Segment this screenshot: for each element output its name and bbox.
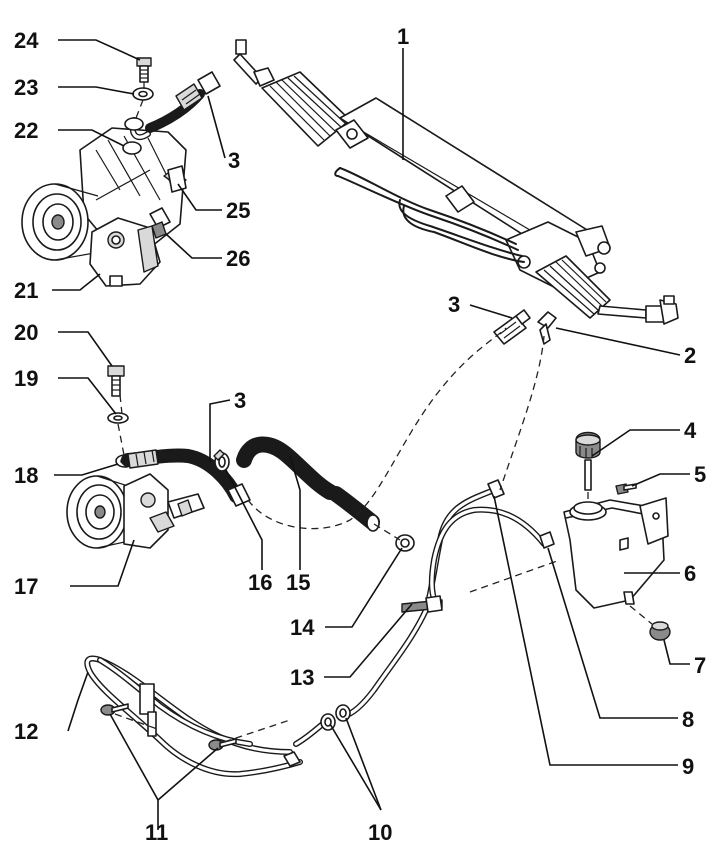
hose-clamp-16 [213, 449, 230, 472]
callout-3-rack: 3 [448, 292, 460, 317]
callout-14: 14 [290, 615, 315, 640]
rack-return-fitting [537, 311, 557, 345]
rack-pressure-fitting [493, 309, 531, 345]
callout-23: 23 [14, 75, 38, 100]
callout-10: 10 [368, 820, 392, 845]
hose-clamps-10 [320, 704, 351, 731]
callout-3-lower: 3 [234, 388, 246, 413]
callout-22: 22 [14, 118, 38, 143]
steering-rack [233, 39, 679, 325]
callout-labels: 1 2 3 3 3 4 5 6 7 8 9 10 11 12 13 14 15 … [14, 24, 706, 845]
callout-17: 17 [14, 574, 38, 599]
upper-pump-assembly [21, 57, 221, 287]
callout-4: 4 [684, 418, 697, 443]
callout-8: 8 [682, 707, 694, 732]
callout-18: 18 [14, 463, 38, 488]
callout-25: 25 [226, 198, 250, 223]
callout-21: 21 [14, 278, 38, 303]
callout-9: 9 [682, 754, 694, 779]
hose-clamp-14 [395, 534, 415, 552]
leader-lines [52, 39, 690, 830]
callout-7: 7 [694, 653, 706, 678]
lower-pump-assembly [66, 365, 251, 549]
callout-15: 15 [286, 570, 310, 595]
callout-20: 20 [14, 320, 38, 345]
mounting-bolts-11 [100, 703, 237, 751]
callout-16: 16 [248, 570, 272, 595]
callout-5: 5 [694, 462, 706, 487]
callout-12: 12 [14, 719, 38, 744]
fluid-reservoir [563, 431, 671, 641]
callout-11: 11 [145, 820, 168, 845]
callout-6: 6 [684, 561, 696, 586]
callout-2: 2 [684, 343, 696, 368]
callout-3-upper: 3 [228, 148, 240, 173]
callout-19: 19 [14, 366, 38, 391]
assembly-guide-lines [114, 82, 653, 743]
callout-1: 1 [397, 24, 409, 49]
callout-13: 13 [290, 665, 314, 690]
callout-26: 26 [226, 246, 250, 271]
return-hose [236, 436, 380, 532]
callout-24: 24 [14, 28, 39, 53]
